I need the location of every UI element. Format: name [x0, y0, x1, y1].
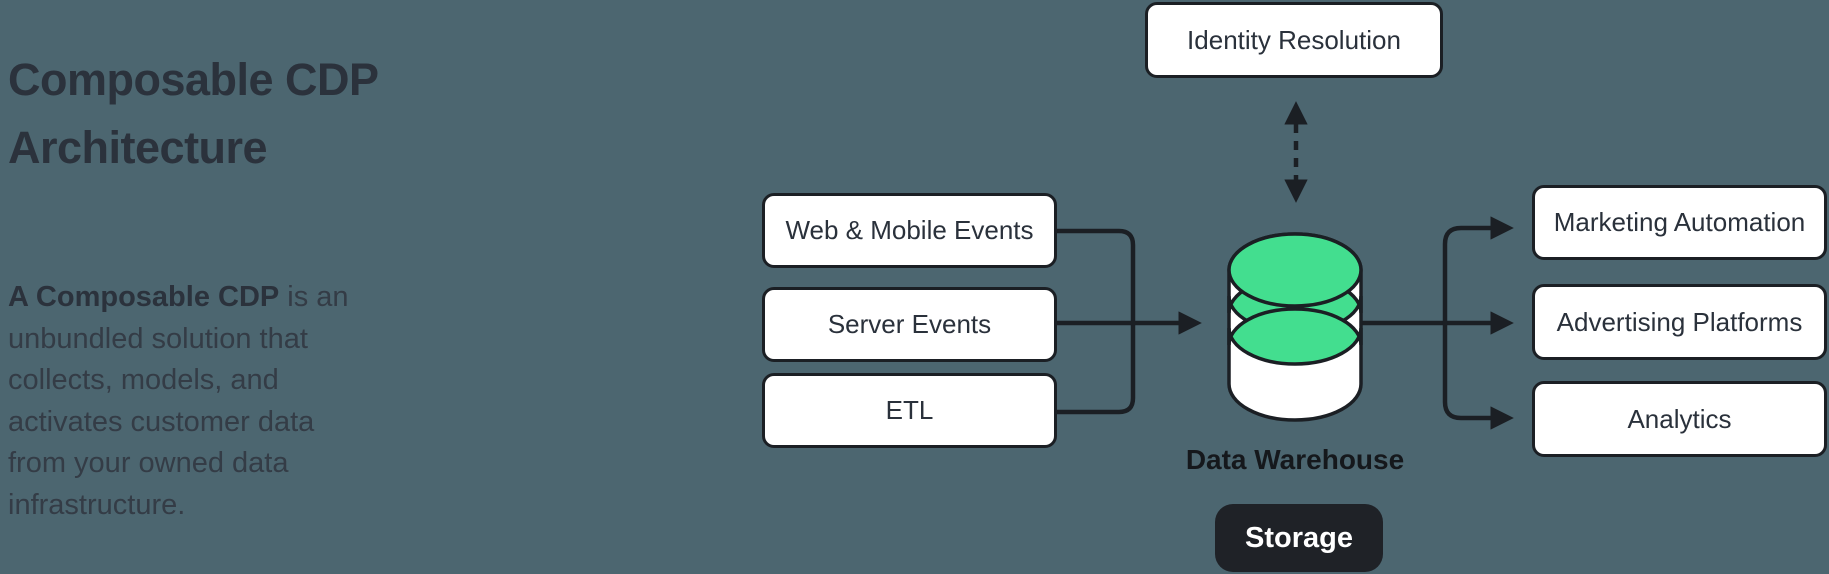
- node-label: ETL: [885, 395, 934, 425]
- node-advertising-platforms: Advertising Platforms: [1532, 284, 1827, 360]
- node-marketing-automation: Marketing Automation: [1532, 185, 1827, 260]
- page-title: Composable CDP Architecture: [8, 54, 378, 173]
- intro-paragraph-lead: A Composable CDP: [8, 281, 280, 313]
- node-server-events: Server Events: [762, 287, 1057, 362]
- database-cylinder-icon: [1227, 232, 1363, 422]
- intro-paragraph-rest: is an unbundled solution that collects, …: [8, 281, 349, 521]
- node-label: Server Events: [827, 309, 992, 339]
- arrow-warehouse-to-marketing: [1442, 216, 1514, 323]
- storage-badge: Storage: [1215, 504, 1383, 572]
- data-warehouse-label: Data Warehouse: [1185, 444, 1405, 475]
- node-label: Analytics: [1627, 403, 1732, 434]
- node-etl: ETL: [762, 373, 1057, 448]
- node-label: Web & Mobile Events: [785, 215, 1034, 245]
- node-identity-resolution: Identity Resolution: [1145, 2, 1443, 78]
- node-label: Marketing Automation: [1553, 207, 1806, 237]
- node-label: Identity Resolution: [1187, 24, 1401, 55]
- node-web-mobile-events: Web & Mobile Events: [762, 193, 1057, 268]
- node-label: Advertising Platforms: [1556, 306, 1803, 337]
- arrow-warehouse-to-analytics: [1442, 323, 1514, 430]
- intro-paragraph: A Composable CDP is an unbundled solutio…: [8, 277, 388, 526]
- storage-badge-label: Storage: [1245, 521, 1353, 554]
- node-analytics: Analytics: [1532, 381, 1827, 457]
